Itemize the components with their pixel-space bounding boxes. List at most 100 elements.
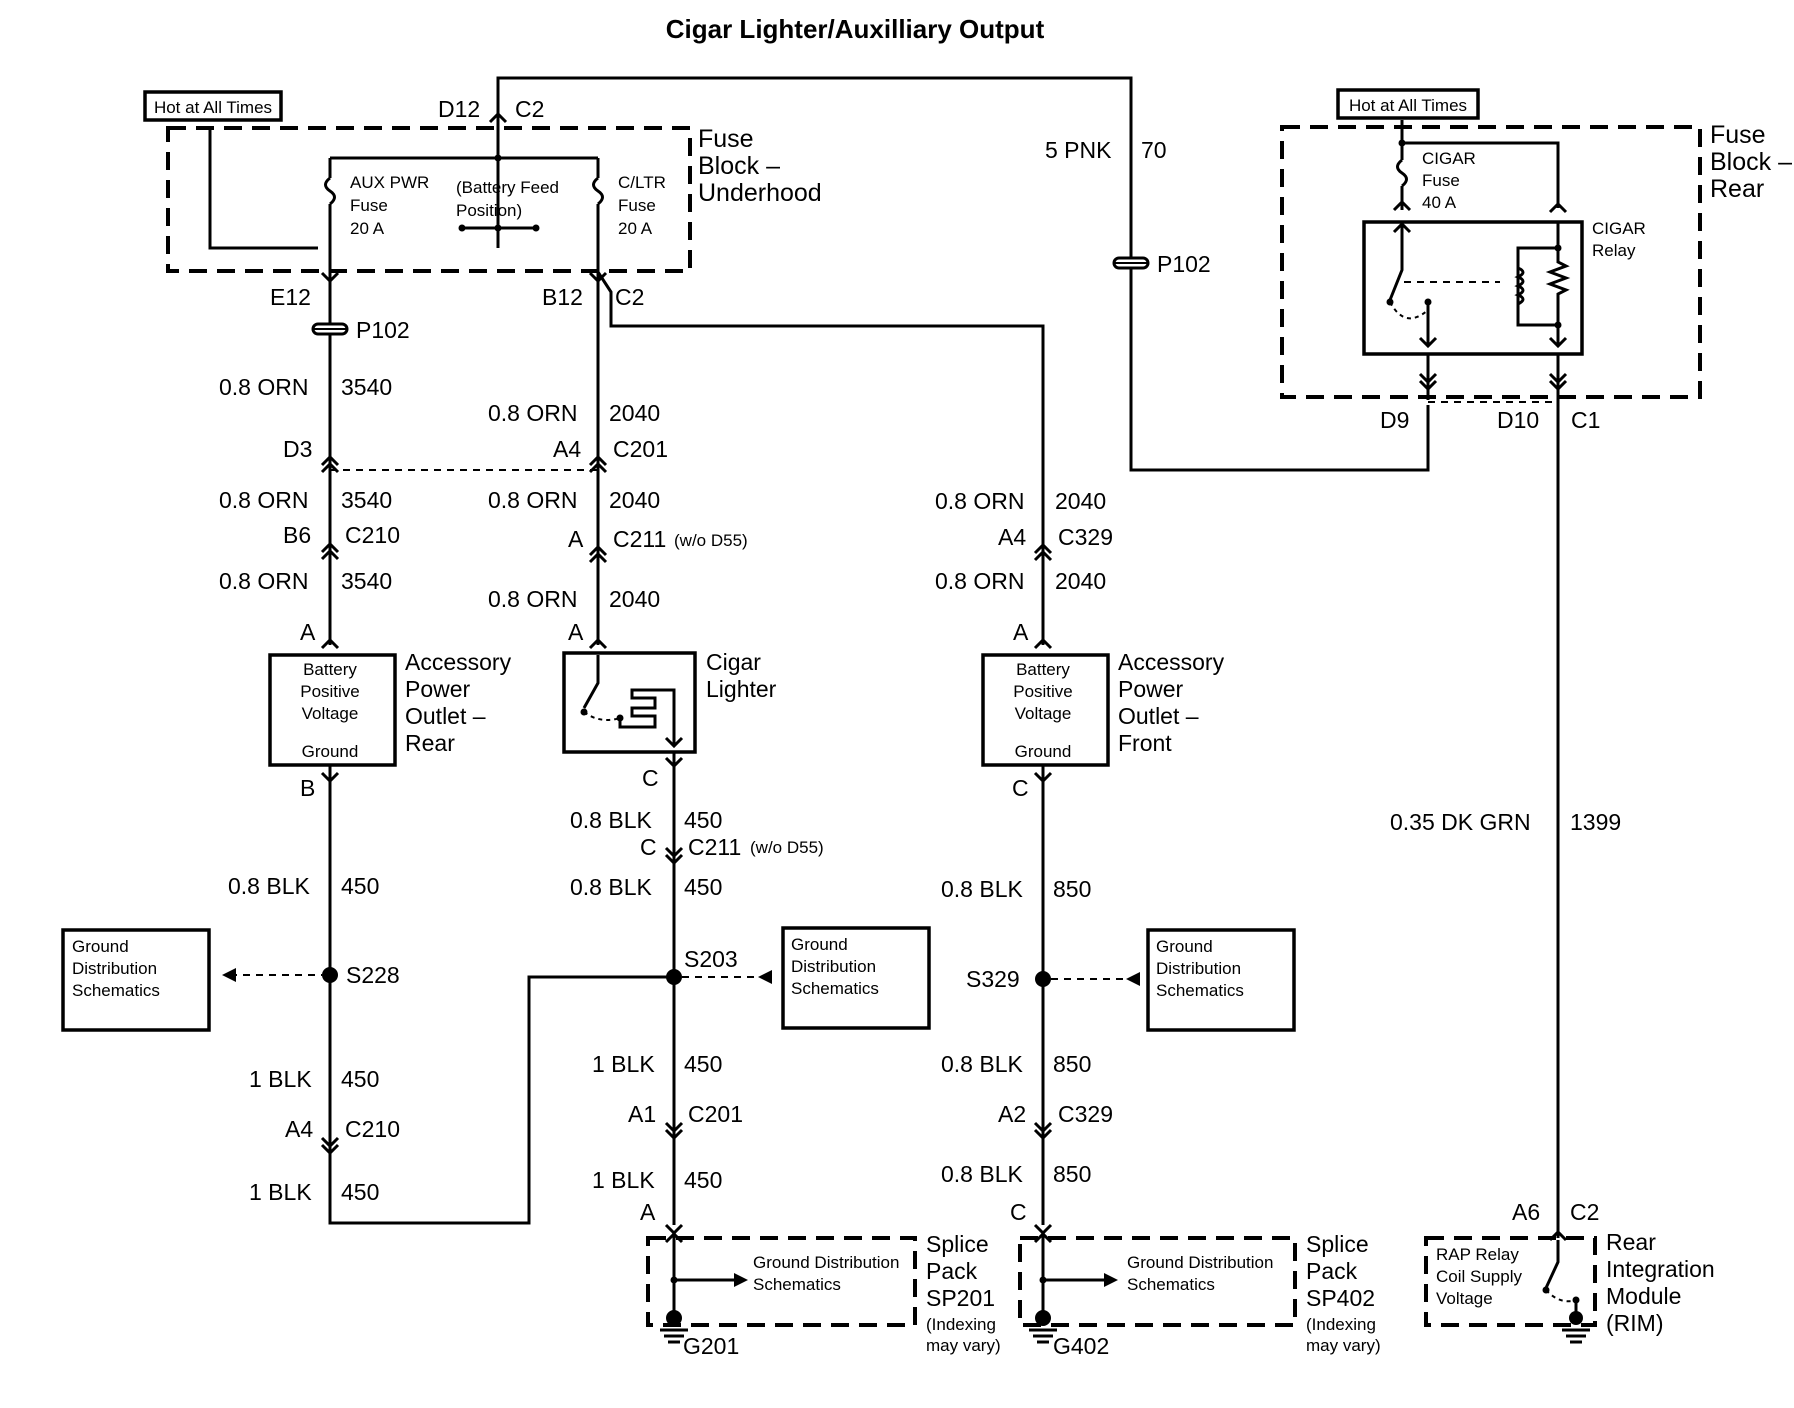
- label-c211-top: C211: [613, 526, 666, 552]
- aux-fuse-label-2: Fuse: [350, 196, 388, 215]
- rim-label-4: (RIM): [1606, 1310, 1663, 1336]
- fuse-block-rear: Hot at All Times Fuse Block – Rear CIGAR…: [1280, 88, 1792, 399]
- rim-inner-1: RAP Relay: [1436, 1245, 1519, 1264]
- label-blk1-col2-2: 1 BLK: [592, 1167, 655, 1193]
- rim-switch-arm: [1544, 1240, 1560, 1289]
- relay-switch-arm: [1388, 222, 1404, 301]
- sp201-ref-arrow: [734, 1273, 748, 1287]
- label-c210-bottom: C210: [345, 1116, 400, 1142]
- relay-out-d10-arrow: [1548, 336, 1568, 349]
- label-c-col2: C: [642, 765, 659, 791]
- connector-d12-mark: [488, 111, 508, 124]
- connector-a4-col1-mark-a: [320, 1136, 340, 1149]
- cigar-fuse-icon: [1396, 158, 1408, 188]
- connector-b6-mark-b: [320, 548, 340, 561]
- label-2040-col2-1: 2040: [609, 400, 660, 426]
- fuse-block-rear-boundary: [1280, 125, 1702, 399]
- label-2040-col2-3: 2040: [609, 586, 660, 612]
- label-450-col1-1: 450: [341, 873, 379, 899]
- cigar-fuse-arrow: [1392, 199, 1412, 212]
- connector-c211-top-mark-b: [588, 551, 608, 564]
- s329-ref-arrow: [1126, 972, 1140, 986]
- label-orn-col2-1: 0.8 ORN: [488, 400, 577, 426]
- rim-label-3: Module: [1606, 1283, 1681, 1309]
- outlet-rear-label-3: Outlet –: [405, 703, 486, 729]
- sp201-in-arrow: [664, 1231, 684, 1244]
- connector-a4-col2-mark-a: [588, 454, 608, 467]
- ground-dist-left-2: Distribution: [72, 959, 157, 978]
- fuse-block-underhood-boundary: [166, 126, 692, 273]
- rear-integration-module: RAP Relay Coil Supply Voltage Rear Integ…: [1424, 1229, 1715, 1344]
- label-2040-col3-2: 2040: [1055, 568, 1106, 594]
- battery-feed-node-center: [494, 224, 502, 232]
- sp402-label-1: Splice: [1306, 1231, 1369, 1257]
- outlet-rear-inner-2: Positive: [300, 682, 360, 701]
- splice-s228: [322, 967, 338, 983]
- outlet-front-inner-4: Ground: [1015, 742, 1072, 761]
- rim-label-1: Rear: [1606, 1229, 1656, 1255]
- rim-inner-3: Voltage: [1436, 1289, 1493, 1308]
- diagram-title: Cigar Lighter/Auxilliary Output: [666, 14, 1045, 44]
- outlet-rear-label-2: Power: [405, 676, 471, 702]
- ground-g402-icon: [1029, 1328, 1057, 1344]
- label-a6: A6: [1512, 1199, 1540, 1225]
- rear-feed-bus: [1400, 120, 1560, 208]
- relay-out-d9-arrow: [1418, 336, 1438, 349]
- sp201-label-5: may vary): [926, 1336, 1001, 1355]
- outlet-rear-label-4: Rear: [405, 730, 455, 756]
- hot-feed-wire-left: [208, 130, 318, 250]
- cigar-relay-box: [1362, 220, 1584, 356]
- label-a1: A1: [628, 1101, 656, 1127]
- fuse-block-underhood: Hot at All Times Fuse Block – Underhood …: [143, 90, 822, 273]
- label-a-sp201: A: [640, 1199, 656, 1225]
- cigar-relay-label-1: CIGAR: [1592, 219, 1646, 238]
- label-850-col3-2: 850: [1053, 1051, 1091, 1077]
- label-s203: S203: [684, 946, 738, 972]
- label-p102-left: P102: [356, 317, 410, 343]
- label-c-sp402: C: [1010, 1199, 1027, 1225]
- label-blk08-col3-1: 0.8 BLK: [941, 876, 1023, 902]
- s228-ref-arrow: [222, 968, 236, 982]
- connector-a1-mark-a: [664, 1121, 684, 1134]
- label-a-col1: A: [300, 619, 316, 645]
- connector-a4-col3-mark-a: [1033, 542, 1053, 555]
- cigar-relay-label-2: Relay: [1592, 241, 1636, 260]
- rim-linkage: [1545, 1289, 1577, 1303]
- label-d10: D10: [1497, 407, 1539, 433]
- outlet-rear-inner-3: Voltage: [302, 704, 359, 723]
- ground-g201-icon: [660, 1328, 688, 1344]
- label-orn-col3-2: 0.8 ORN: [935, 568, 1024, 594]
- ground-dist-right-3: Schematics: [1156, 981, 1244, 1000]
- cigar-lighter-element: [618, 688, 676, 745]
- outlet-front-inner-3: Voltage: [1015, 704, 1072, 723]
- splice-s203: [666, 969, 682, 985]
- sp201-ground-node: [666, 1310, 682, 1326]
- label-blk08-col3-2: 0.8 BLK: [941, 1051, 1023, 1077]
- connector-c-col3-mark: [1033, 771, 1053, 784]
- fuse-block-underhood-label-3: Underhood: [698, 179, 822, 207]
- label-blk1-col2-1: 1 BLK: [592, 1051, 655, 1077]
- battery-feed-node-right: [532, 224, 540, 232]
- connector-c-sp402-mark: [1033, 1223, 1053, 1236]
- label-blk1-col1-1: 1 BLK: [249, 1066, 312, 1092]
- label-a-col2: A: [568, 619, 584, 645]
- wire-70-pnk: [496, 76, 1430, 472]
- label-2040-col3-1: 2040: [1055, 488, 1106, 514]
- connector-e12-mark: [320, 271, 340, 284]
- rim-boundary: [1424, 1236, 1597, 1327]
- connector-a-sp201-mark: [664, 1223, 684, 1236]
- label-450-col2-3: 450: [684, 1051, 722, 1077]
- connector-b6-mark-a: [320, 541, 340, 554]
- connector-c211-bottom-mark-b: [664, 853, 684, 866]
- splice-pack-sp402: Ground Distribution Schematics Splice Pa…: [1018, 1231, 1381, 1359]
- connector-a1-mark-b: [664, 1128, 684, 1141]
- battery-feed-label-2: Position): [456, 201, 522, 220]
- label-450-col2-2: 450: [684, 874, 722, 900]
- label-blk08-col2-1: 0.8 BLK: [570, 807, 652, 833]
- label-s329: S329: [966, 966, 1020, 992]
- connector-c-col2-mark: [664, 756, 684, 769]
- fuse-block-underhood-label-2: Block –: [698, 152, 780, 180]
- aux-fuse-label-1: AUX PWR: [350, 173, 429, 192]
- sp402-gd-1: Ground Distribution: [1127, 1253, 1273, 1272]
- cltr-fuse-label-2: Fuse: [618, 196, 656, 215]
